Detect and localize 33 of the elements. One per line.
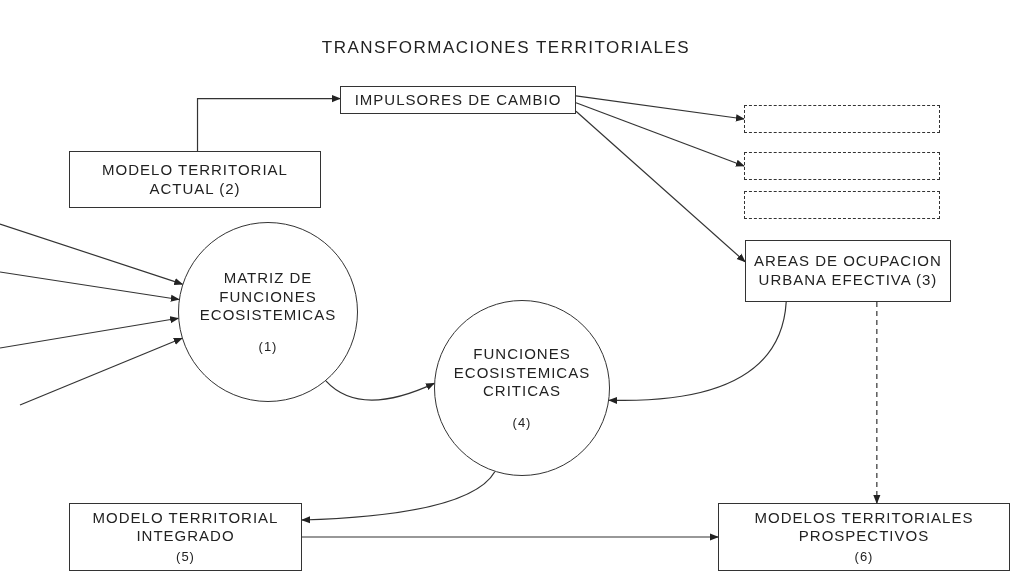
arrow <box>575 95 745 122</box>
arrow <box>575 110 746 263</box>
node-label: MATRIZ DE FUNCIONES ECOSISTEMICAS <box>198 268 338 325</box>
arrow <box>575 102 745 167</box>
node-label: MODELOS TERRITORIALES PROSPECTIVOS <box>753 508 975 547</box>
process-box <box>69 151 321 208</box>
node-label: AREAS DE OCUPACION URBANA EFECTIVA (3) <box>753 252 943 290</box>
dashed-box <box>744 105 940 133</box>
diagram-title: TRANSFORMACIONES TERRITORIALES <box>320 38 692 58</box>
arrow <box>0 223 184 286</box>
index-number: (6) <box>854 549 874 566</box>
node-label: MODELO TERRITORIAL ACTUAL (2) <box>101 160 289 199</box>
arrow <box>0 271 180 302</box>
process-box <box>69 503 302 571</box>
index-number: (4) <box>512 415 532 432</box>
arrow <box>301 471 496 524</box>
arrow <box>19 337 183 406</box>
dashed-box <box>744 152 940 180</box>
arrow <box>608 301 787 404</box>
index-number: (1) <box>258 339 278 356</box>
arrow <box>873 301 881 504</box>
arrow <box>325 380 435 401</box>
node-label: IMPULSORES DE CAMBIO <box>354 90 562 110</box>
process-box <box>745 240 951 302</box>
dashed-box <box>744 191 940 219</box>
arrow <box>196 95 341 152</box>
index-number: (5) <box>176 549 195 566</box>
node-label: MODELO TERRITORIAL INTEGRADO <box>91 508 280 547</box>
process-box <box>340 86 576 114</box>
arrow <box>301 533 719 541</box>
arrow <box>0 316 180 349</box>
node-label: FUNCIONES ECOSISTEMICAS CRITICAS <box>453 344 591 401</box>
process-box <box>718 503 1010 571</box>
